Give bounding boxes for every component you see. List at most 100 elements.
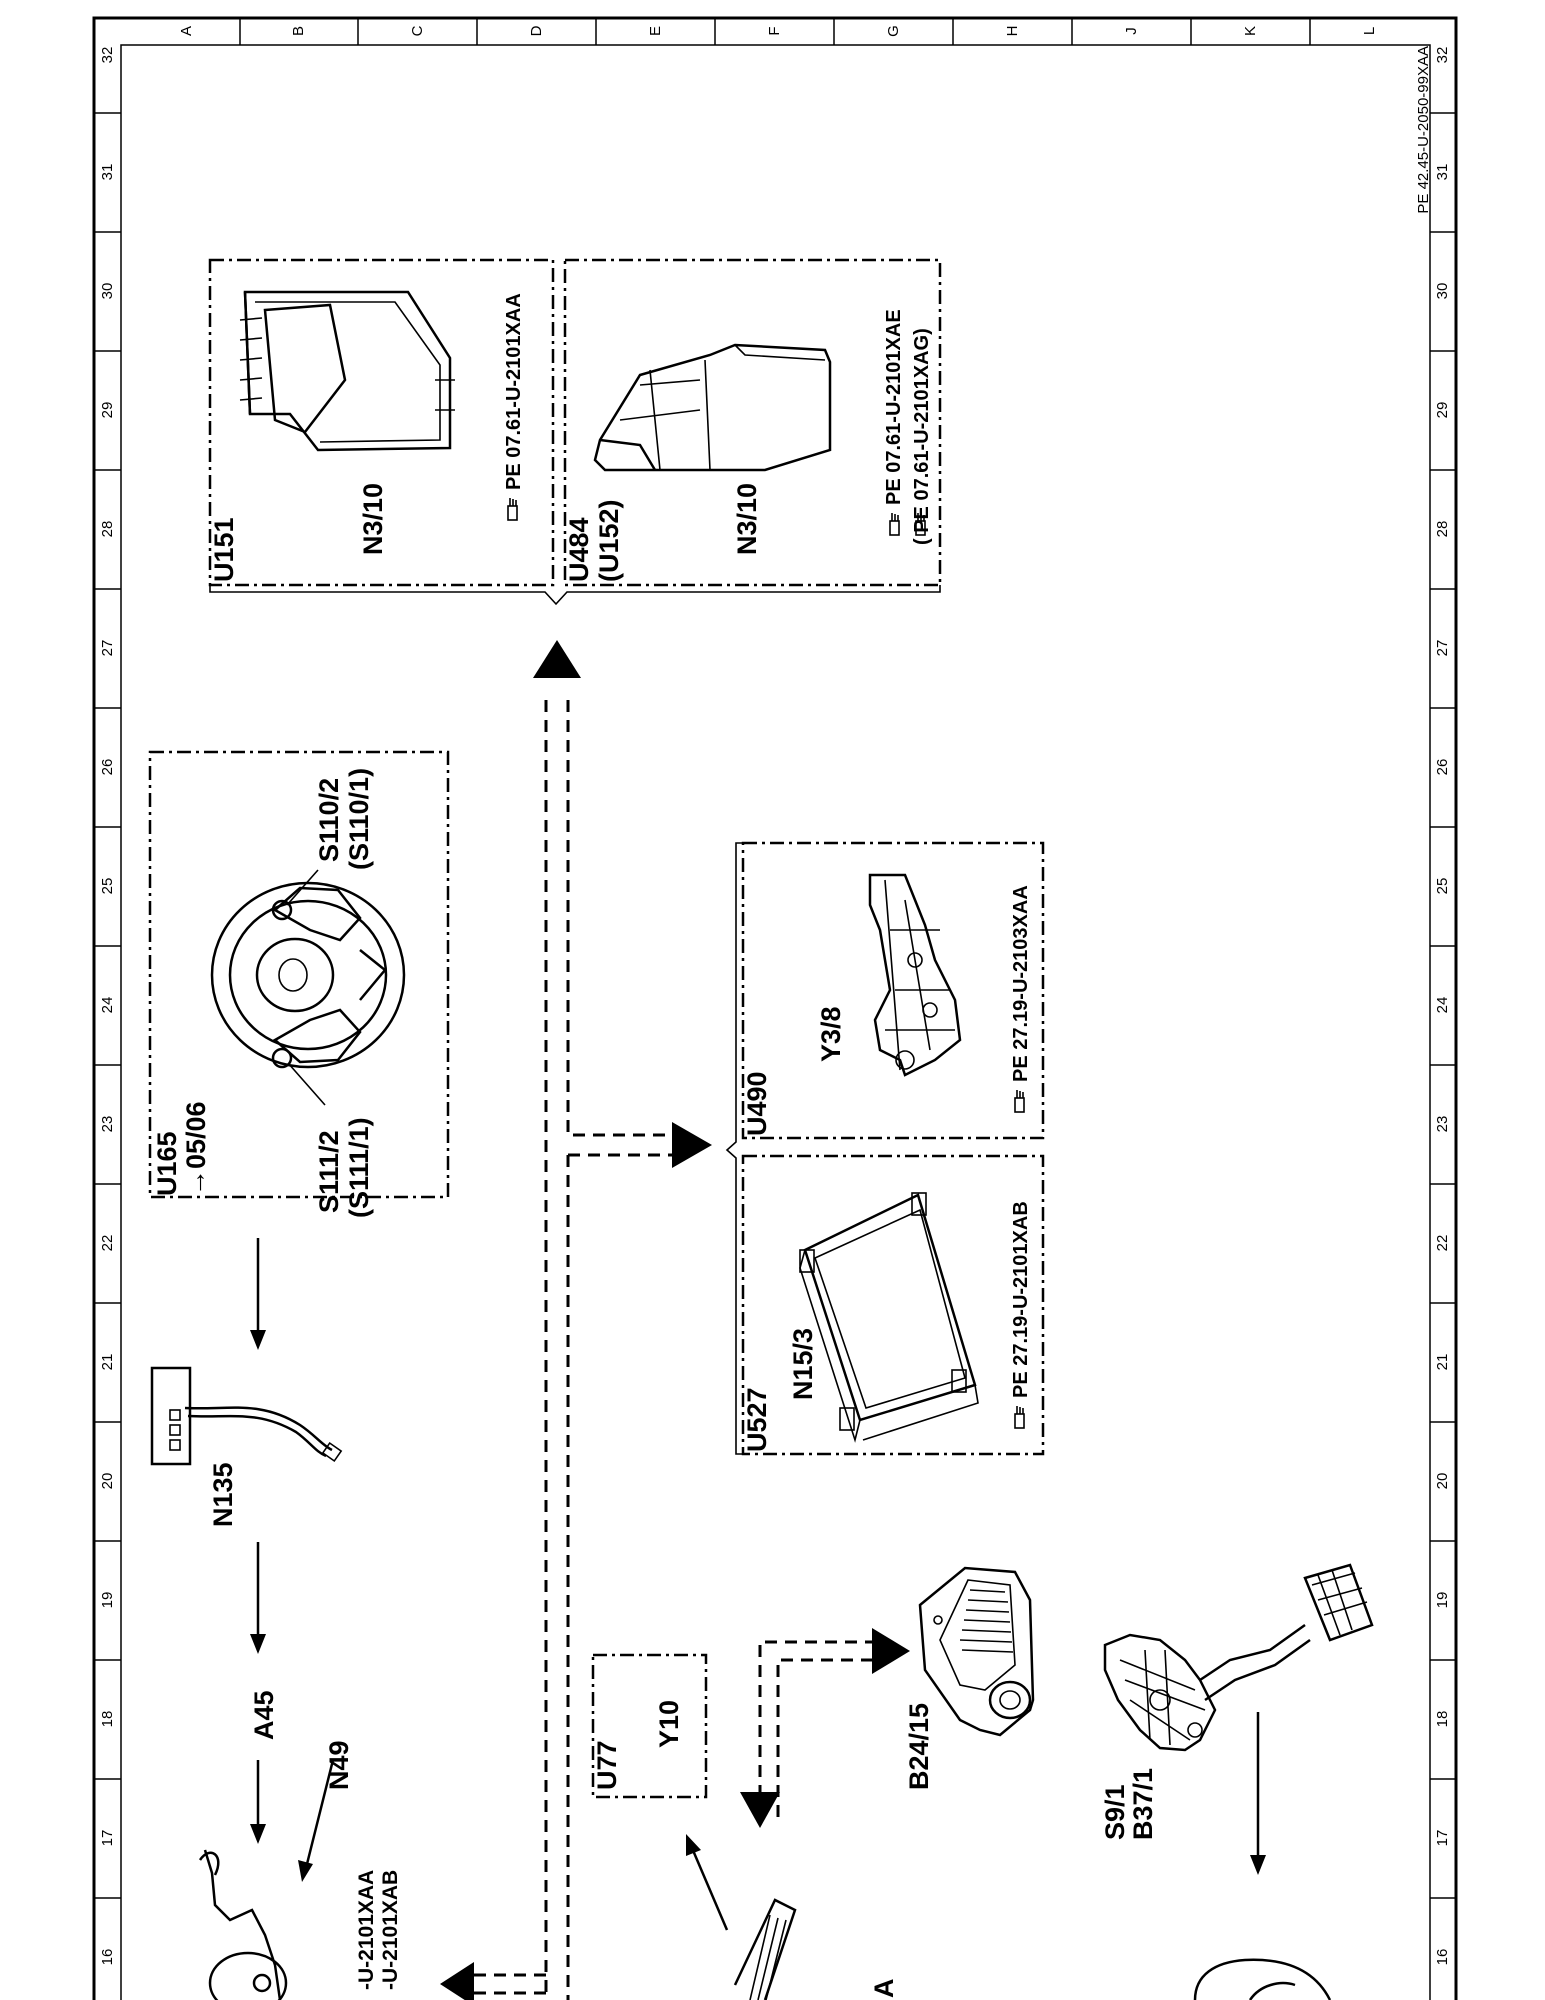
row-label: 24 (99, 997, 116, 1014)
frame-outer (92, 16, 1458, 2000)
cut-ref-1: -U-2101XAA (355, 1870, 378, 1990)
arrow-left (440, 1962, 474, 2000)
u77-component: Y10 (654, 1700, 684, 1748)
row-label: 28 (1434, 521, 1451, 538)
row-label: 26 (1434, 759, 1451, 776)
col-label: L (1361, 27, 1378, 35)
arrow-up (533, 640, 581, 678)
module-n15-3-drawing (799, 1192, 979, 1443)
u490-component: Y3/8 (816, 1006, 846, 1062)
n135-component: N135 (150, 1366, 343, 1527)
row-label: 21 (99, 1354, 116, 1371)
col-label: F (766, 26, 783, 35)
group-brace (209, 585, 941, 606)
row-label: 24 (1434, 997, 1451, 1014)
col-label: H (1004, 26, 1021, 37)
u527-component: N15/3 (788, 1328, 818, 1400)
column-labels: A B C D E F G H J K L (178, 25, 1378, 37)
pointing-hand-icon (889, 512, 900, 536)
u151-component: N3/10 (358, 483, 388, 555)
u484-alt-code: (U152) (594, 499, 624, 582)
switch-s111-2: S111/2 (314, 1130, 344, 1213)
switch-s111-1: (S111/1) (344, 1117, 374, 1218)
u527-code: U527 (742, 1387, 772, 1452)
row-label: 31 (1434, 164, 1451, 181)
row-label: 21 (1434, 1354, 1451, 1371)
row-label: 29 (1434, 402, 1451, 419)
u165-code: U165 (152, 1131, 182, 1196)
label-b37-1: B37/1 (1128, 1768, 1158, 1840)
row-label: 17 (99, 1830, 116, 1847)
bus-arrowheads (440, 640, 910, 2000)
group-brace-right (725, 842, 743, 1455)
label-n49: N49 (324, 1740, 354, 1790)
u484-code: U484 (564, 517, 594, 582)
group-u77: U77 Y10 (591, 1653, 708, 1799)
label-a45: A45 (249, 1690, 279, 1740)
group-u490: U490 Y3/8 PE 27.19-U-2103XAA (741, 841, 1045, 1140)
row-label: 25 (99, 878, 116, 895)
row-label: 26 (99, 759, 116, 776)
switch-s110-1: (S110/1) (344, 768, 374, 870)
partial-module-drawing (733, 1898, 797, 2000)
u490-code: U490 (742, 1071, 772, 1136)
row-label: 29 (99, 402, 116, 419)
col-label: J (1123, 27, 1140, 35)
row-label: 19 (99, 1592, 116, 1609)
row-label: 18 (99, 1711, 116, 1728)
group-u165: U165 →05/06 S110/2 (S110/1) S111/2 (S111… (148, 750, 450, 1218)
row-label: 20 (99, 1473, 116, 1490)
label-n135: N135 (208, 1462, 238, 1527)
row-label: 28 (99, 521, 116, 538)
row-label: 22 (1434, 1235, 1451, 1252)
cut-ref-2: -U-2101XAB (379, 1870, 402, 1990)
group-u151: U151 N3/10 PE 07.61-U-2101XAA (208, 258, 555, 587)
u484-ref2: ( PE 07.61-U-2101XAG) (911, 328, 933, 545)
arrow-down (740, 1792, 780, 1828)
row-label: 30 (1434, 283, 1451, 300)
arrow-right (672, 1122, 712, 1168)
can-bus-lines (470, 700, 873, 2000)
u490-ref: PE 27.19-U-2103XAA (1010, 885, 1032, 1082)
cut-label-a: A (869, 1979, 899, 1999)
group-u527: U527 N15/3 PE 27.19-U-2101XAB (741, 1154, 1045, 1456)
u527-ref: PE 27.19-U-2101XAB (1010, 1201, 1032, 1398)
frame-inner (120, 44, 1431, 2000)
partial-lever-drawing (1193, 1958, 1332, 2000)
row-label: 30 (99, 283, 116, 300)
pointing-hand-icon (1014, 1089, 1025, 1113)
row-label: 19 (1434, 1592, 1451, 1609)
row-labels-right: 32 31 30 29 28 27 26 25 24 23 22 21 20 1… (1434, 47, 1451, 1966)
row-label: 22 (99, 1235, 116, 1252)
row-label: 31 (99, 164, 116, 181)
ecu-n3-10-drawing (239, 290, 455, 452)
partial-sensor-drawing (198, 1849, 288, 2000)
row-label: 25 (1434, 878, 1451, 895)
ecu-n3-10-drawing-alt (593, 343, 832, 472)
row-label: 27 (1434, 640, 1451, 657)
pointing-hand-icon (507, 497, 518, 521)
row-label: 32 (1434, 47, 1451, 64)
u484-component: N3/10 (732, 483, 762, 555)
u77-code: U77 (592, 1740, 622, 1790)
pointing-hand-icon (1014, 1405, 1025, 1429)
col-label: B (290, 26, 307, 36)
col-label: D (528, 25, 545, 36)
label-s9-1: S9/1 (1100, 1784, 1130, 1840)
switch-s110-2: S110/2 (314, 778, 344, 862)
col-label: A (178, 26, 195, 36)
row-label: 32 (99, 47, 116, 64)
row-label: 23 (1434, 1116, 1451, 1133)
b24-15-component: B24/15 (904, 1566, 1035, 1790)
column-ticks (239, 18, 1311, 45)
u165-validity: →05/06 (181, 1101, 211, 1196)
row-label: 17 (1434, 1830, 1451, 1847)
valve-y3-8-drawing (868, 873, 962, 1077)
row-label: 23 (99, 1116, 116, 1133)
u151-code: U151 (209, 517, 239, 582)
col-label: K (1242, 26, 1259, 36)
group-u484: U484 (U152) N3/10 PE 07.61-U-2101XAE ( P… (563, 258, 942, 587)
col-label: C (409, 25, 426, 36)
col-label: E (647, 26, 664, 36)
